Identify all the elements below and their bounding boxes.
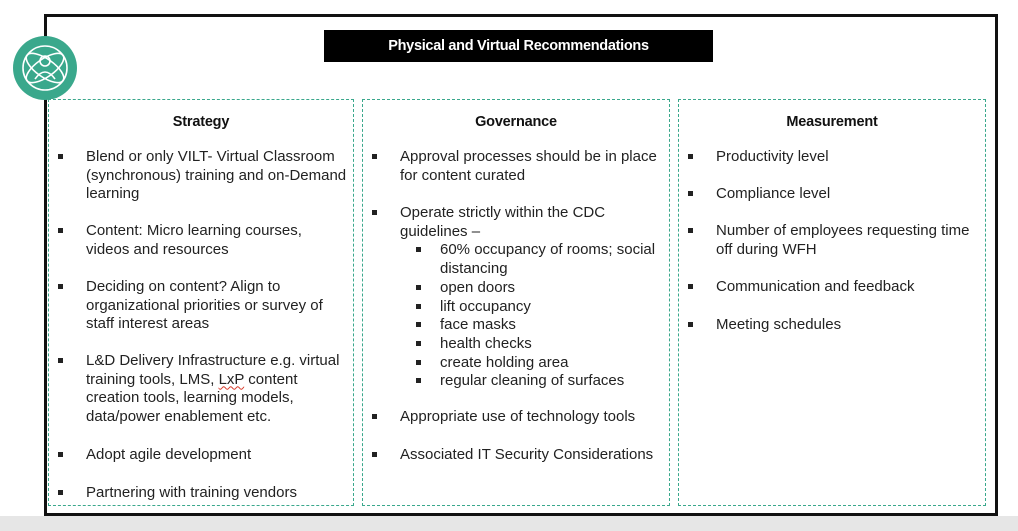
bullet-icon (372, 154, 377, 159)
bullet-icon (416, 359, 421, 365)
bullet-icon (416, 303, 421, 309)
list-item-text: Compliance level (716, 185, 831, 202)
sub-list-item: face masks (400, 316, 663, 335)
sub-list-item-text: health checks (440, 334, 532, 352)
strategy-heading: Strategy (172, 114, 230, 130)
list-item-text: Number of employees requesting time off … (716, 222, 970, 258)
list-item: Compliance level (688, 185, 979, 204)
bullet-icon (416, 340, 421, 346)
list-item: Productivity level (688, 148, 979, 167)
bullet-icon (688, 154, 693, 159)
sub-list-item-text: face masks (440, 316, 516, 334)
bullet-icon (688, 284, 693, 289)
list-item: Partnering with training vendors (58, 484, 347, 503)
text-segment: L&D Delivery Infrastructure e.g. virtual… (86, 352, 340, 388)
cdc-sub-list: 60% occupancy of rooms; social distancin… (400, 241, 663, 391)
sub-list-item: regular cleaning of surfaces (400, 372, 663, 391)
bullet-icon (416, 247, 421, 253)
list-item: Blend or only VILT- Virtual Classroom (s… (58, 148, 347, 204)
bullet-icon (58, 228, 63, 233)
bullet-icon (372, 210, 377, 215)
list-item: Adopt agile development (58, 446, 347, 465)
sub-list-item: create holding area (400, 354, 663, 373)
sub-list-item-text: create holding area (440, 353, 569, 371)
bullet-icon (58, 358, 63, 363)
bullet-icon (372, 414, 377, 419)
list-item-text: Productivity level (716, 148, 829, 165)
sub-list-item-text: lift occupancy (440, 297, 531, 315)
list-item-text: Associated IT Security Considerations (400, 446, 654, 463)
list-item-text: Blend or only VILT- Virtual Classroom (s… (86, 148, 347, 203)
people-globe-icon (13, 36, 77, 100)
sub-list-item: 60% occupancy of rooms; social distancin… (400, 241, 663, 278)
strategy-column: Strategy Blend or only VILT- Virtual Cla… (48, 99, 354, 506)
bullet-icon (58, 452, 63, 457)
list-item: L&D Delivery Infrastructure e.g. virtual… (58, 352, 347, 427)
list-item: Operate strictly within the CDC guidelin… (372, 204, 663, 391)
list-item: Meeting schedules (688, 316, 979, 335)
list-item-text: Content: Micro learning courses, videos … (86, 222, 302, 258)
list-item-text: Partnering with training vendors (86, 484, 297, 501)
bullet-icon (372, 452, 377, 457)
bullet-icon (416, 322, 421, 328)
list-item-text: L&D Delivery Infrastructure e.g. virtual… (86, 352, 347, 427)
bottom-band (0, 516, 1018, 531)
bullet-icon (58, 490, 63, 495)
measurement-column: Measurement Productivity level Complianc… (678, 99, 986, 506)
governance-heading: Governance (475, 114, 557, 130)
bullet-icon (688, 228, 693, 233)
bullet-icon (58, 154, 63, 159)
sub-list-item-text: regular cleaning of surfaces (440, 372, 625, 390)
list-item: Deciding on content? Align to organizati… (58, 278, 347, 334)
list-item: Number of employees requesting time off … (688, 222, 979, 259)
list-item-text: Appropriate use of technology tools (400, 408, 636, 425)
list-item-text: Adopt agile development (86, 446, 252, 463)
bullet-icon (688, 191, 693, 196)
list-item: Approval processes should be in place fo… (372, 148, 663, 185)
list-item-text: Communication and feedback (716, 278, 915, 295)
slide-title: Physical and Virtual Recommendations (324, 30, 713, 62)
list-item: Appropriate use of technology tools (372, 408, 663, 427)
list-item-text: Approval processes should be in place fo… (400, 148, 657, 184)
sub-list-item-text: 60% occupancy of rooms; social distancin… (440, 241, 656, 278)
bullet-icon (58, 284, 63, 289)
list-item-text: Meeting schedules (716, 316, 842, 333)
sub-list-item: lift occupancy (400, 298, 663, 317)
sub-list-item: open doors (400, 279, 663, 298)
list-item: Associated IT Security Considerations (372, 446, 663, 465)
list-item: Communication and feedback (688, 278, 979, 297)
governance-column: Governance Approval processes should be … (362, 99, 670, 506)
sub-list-item: health checks (400, 335, 663, 354)
list-item: Content: Micro learning courses, videos … (58, 222, 347, 259)
list-item-text: Deciding on content? Align to organizati… (86, 278, 323, 333)
measurement-heading: Measurement (786, 114, 878, 130)
bullet-icon (688, 322, 693, 327)
list-item-text: Operate strictly within the CDC guidelin… (400, 204, 606, 240)
bullet-icon (416, 284, 421, 290)
bullet-icon (416, 378, 421, 384)
spellcheck-marked-word: LxP (218, 370, 245, 388)
sub-list-item-text: open doors (440, 278, 516, 296)
text-segment: content creation tools, learning models,… (86, 370, 298, 426)
